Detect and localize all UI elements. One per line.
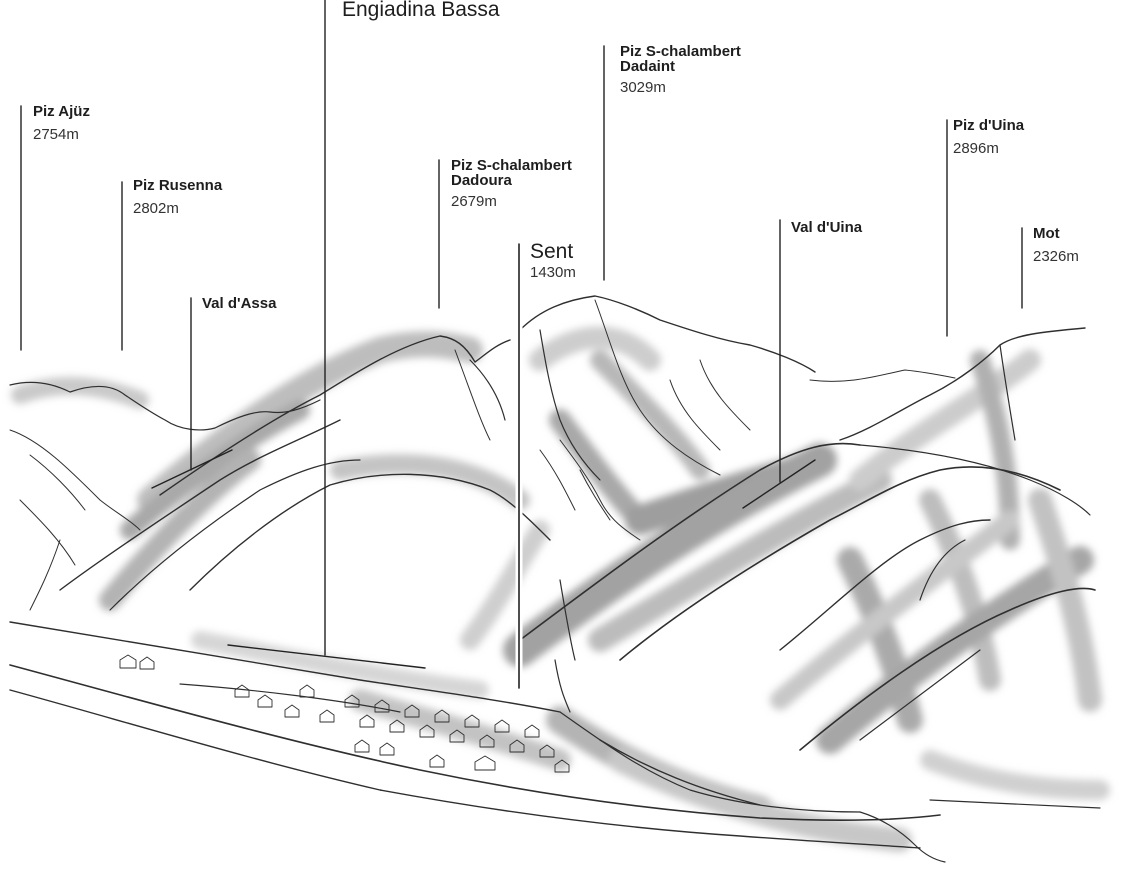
shading	[11, 326, 1110, 852]
valley-label-val-dassa: Val d'Assa	[202, 295, 277, 313]
peak-label-piz-rusenna: Piz Rusenna 2802m	[133, 177, 223, 217]
village-name: Sent	[530, 240, 574, 263]
peak-label-mot: Mot 2326m	[1033, 225, 1079, 265]
peak-elevation: 2896m	[953, 139, 999, 157]
peak-label-piz-duina: Piz d'Uina 2896m	[953, 117, 1025, 157]
leader-val-duina-tick	[742, 459, 816, 509]
peak-name: Piz d'Uina	[953, 117, 1025, 134]
peak-name: Piz Rusenna	[133, 177, 223, 194]
valley-label-val-duina: Val d'Uina	[791, 219, 863, 237]
peak-name-line1: Piz S-chalambert	[451, 157, 572, 174]
peak-label-dadoura: Piz S-chalambert Dadoura 2679m	[451, 158, 572, 211]
peak-name-line2: Dadoura	[451, 172, 512, 189]
leader-val-dassa-tick	[151, 449, 233, 489]
peak-elevation: 2754m	[33, 125, 79, 143]
valley-name: Val d'Assa	[202, 295, 277, 312]
peak-name: Mot	[1033, 225, 1060, 242]
peak-elevation: 2326m	[1033, 247, 1079, 265]
village-label-sent: Sent 1430m	[530, 240, 576, 282]
peak-elevation: 3029m	[620, 79, 666, 96]
valley-name: Val d'Uina	[791, 219, 863, 236]
ink-lines	[9, 295, 1101, 863]
peak-name-line2: Dadaint	[620, 58, 676, 75]
leader-engiadina-bassa-tick	[227, 644, 426, 669]
region-label: Engiadina Bassa	[342, 0, 500, 21]
peak-elevation: 2679m	[451, 193, 497, 210]
peak-name-line1: Piz S-chalambert	[620, 43, 741, 60]
leader-lines	[20, 0, 1023, 692]
region-name: Engiadina Bassa	[342, 0, 500, 21]
peak-elevation: 2802m	[133, 199, 179, 217]
village-elevation: 1430m	[530, 264, 576, 282]
peak-label-dadaint: Piz S-chalambert Dadaint 3029m	[620, 44, 741, 97]
peak-label-piz-ajuz: Piz Ajüz 2754m	[33, 103, 90, 143]
peak-name: Piz Ajüz	[33, 103, 90, 120]
